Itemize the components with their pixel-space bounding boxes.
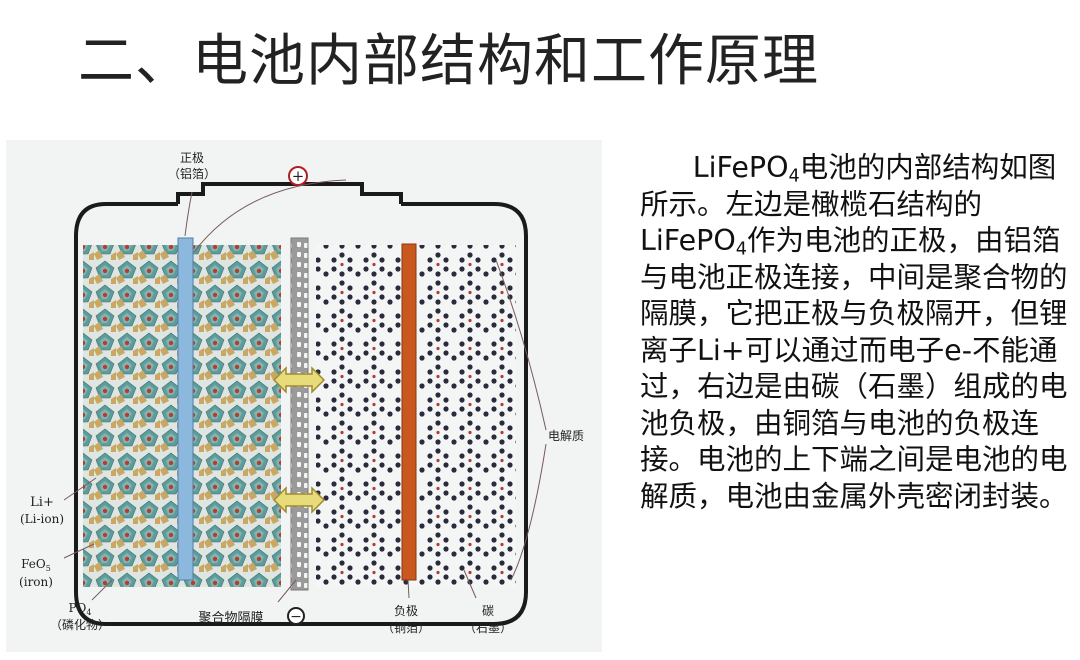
label-positive-foil: （铝箔） (168, 166, 216, 181)
ion-arrow-upper (272, 366, 326, 394)
minus-sign: − (290, 609, 302, 625)
label-electrolyte: 电解质 (548, 429, 584, 443)
label-li-ion: Li+ (30, 495, 54, 510)
label-separator: 聚合物隔膜 (198, 611, 263, 626)
aluminum-foil (177, 237, 194, 581)
label-feo: FeO5 (21, 557, 51, 573)
label-li-ion-en: (Li-ion) (20, 512, 64, 526)
battery-casing (176, 182, 403, 204)
label-iron: (iron) (19, 575, 53, 589)
label-carbon: 碳 (482, 604, 494, 618)
negative-terminal-icon (287, 607, 305, 625)
slide-title: 二、电池内部结构和工作原理 (78, 29, 819, 94)
description-text: LiFePO4电池的内部结构如图所示。左边是橄榄石结构的 LiFePO4作为电池… (640, 150, 1070, 515)
diagram-canvas: + − 正极 （铝箔） 电解质 Li+ (Li-ion) FeO5 (iron)… (19, 151, 584, 635)
label-po: PO4 (68, 601, 91, 617)
polymer-separator (290, 237, 309, 591)
label-negative-electrode: 负极 (394, 604, 418, 618)
positive-terminal-icon (288, 166, 308, 186)
label-phosphide: （磷化物） (50, 617, 110, 632)
label-negative-foil: （铜箔） (382, 620, 430, 635)
description-paragraph: LiFePO4电池的内部结构如图所示。左边是橄榄石结构的 LiFePO4作为电池… (640, 151, 1068, 513)
plus-sign: + (292, 167, 305, 185)
copper-foil (401, 243, 417, 581)
label-graphite: （石墨） (464, 621, 512, 635)
battery-structure-diagram: + − 正极 （铝箔） 电解质 Li+ (Li-ion) FeO5 (iron)… (6, 140, 602, 652)
label-positive-electrode: 正极 (180, 151, 204, 165)
ion-arrow-lower (272, 486, 326, 514)
